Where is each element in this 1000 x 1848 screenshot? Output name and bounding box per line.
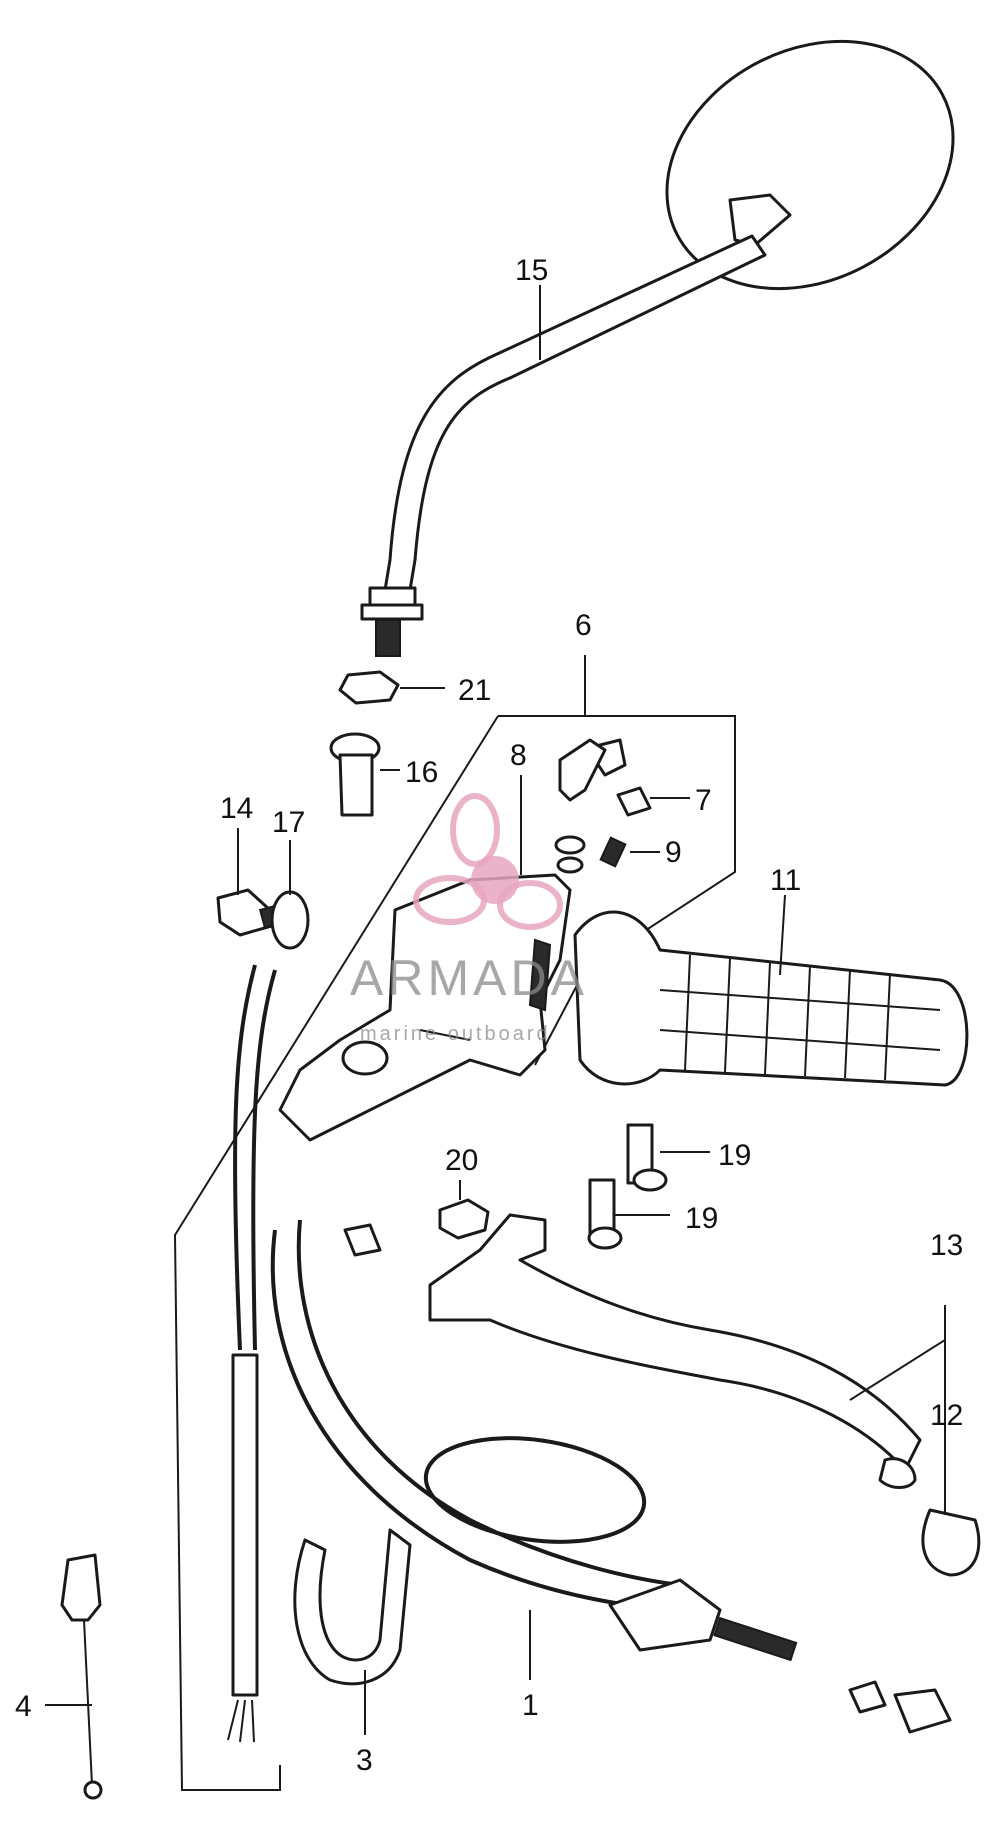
callout-3: 3: [356, 1744, 373, 1777]
lever-holder-part: [278, 873, 572, 1142]
callout-8: 8: [510, 739, 527, 772]
clutch-lever-part: [428, 1213, 922, 1489]
clutch-cable-part: [270, 1219, 952, 1734]
callout-4: 4: [15, 1690, 32, 1723]
cable-adjuster-part: [554, 738, 627, 874]
callout-15: 15: [515, 254, 548, 287]
watermark: ARMADA marine outboard: [350, 793, 588, 1045]
assembly-outline-right: [498, 715, 736, 1066]
cable-clamp-part: [293, 1528, 412, 1686]
clutch-switch-part: [60, 1553, 103, 1800]
callout-6: 6: [575, 609, 592, 642]
switch-harness-part: [227, 964, 277, 1743]
callout-19b: 19: [685, 1202, 718, 1235]
callout-12: 12: [930, 1399, 963, 1432]
assembly-outline: [173, 715, 499, 1791]
callout-17: 17: [272, 806, 305, 839]
watermark-brand: ARMADA: [350, 950, 588, 1006]
propeller-logo-icon: [413, 793, 563, 930]
callout-21: 21: [458, 674, 491, 707]
pivot-bolt-part: [587, 1178, 623, 1250]
callout-13: 13: [930, 1229, 963, 1262]
locknut-part: [616, 786, 652, 817]
washer-part: [270, 890, 310, 950]
callout-14: 14: [220, 792, 253, 825]
callout-1: 1: [522, 1689, 539, 1722]
lever-dust-cover-part: [921, 1508, 981, 1577]
adjuster-screw-part: [599, 836, 627, 868]
callout-9: 9: [665, 836, 682, 869]
mirror-part: [360, 39, 955, 657]
callout-labels: 15 21 16 6 8 7 9 14 17 11 19 19 20 13 12…: [15, 254, 963, 1777]
watermark-tagline: marine outboard: [360, 1023, 551, 1045]
callout-19a: 19: [718, 1139, 751, 1172]
callout-20: 20: [445, 1144, 478, 1177]
callout-16: 16: [405, 756, 438, 789]
nut-part: [338, 670, 400, 705]
leader-lines: [45, 285, 946, 1735]
bolt-part: [329, 732, 381, 817]
pivot-bolt-part: [626, 1123, 668, 1192]
callout-7: 7: [695, 784, 712, 817]
nut-part: [438, 1198, 490, 1240]
handle-grip-part: [573, 910, 969, 1087]
callout-11: 11: [770, 864, 801, 897]
